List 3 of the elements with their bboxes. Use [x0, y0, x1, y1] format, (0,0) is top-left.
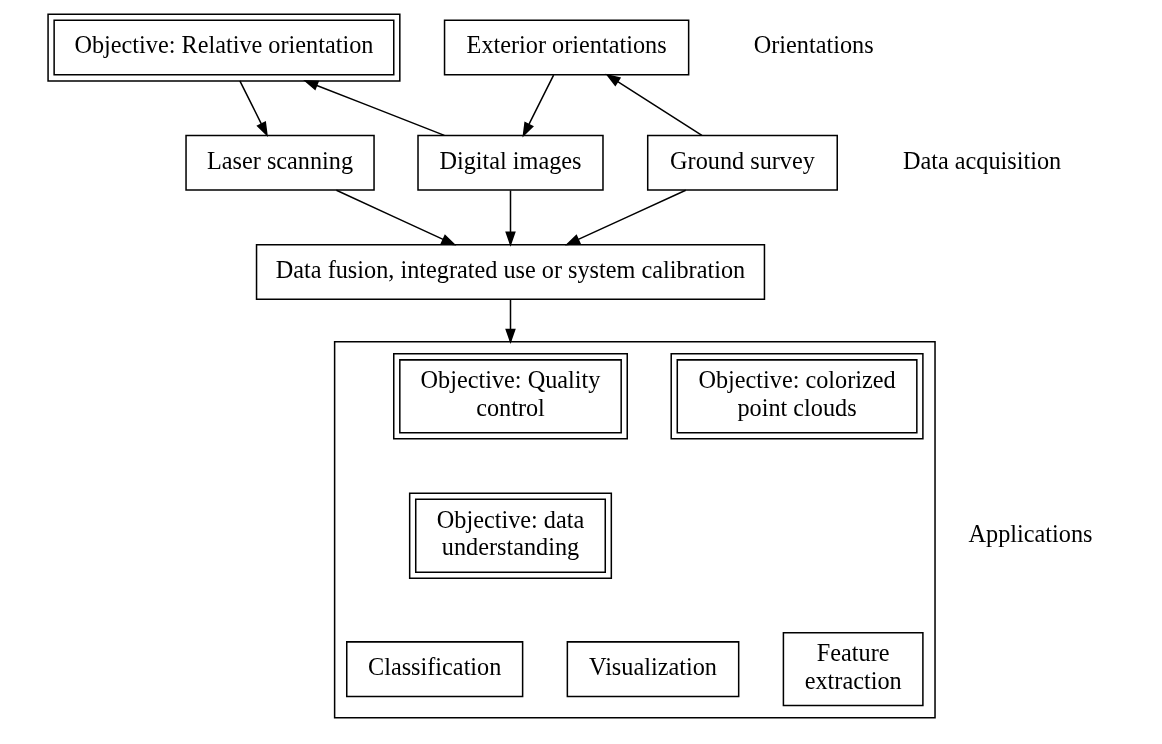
- label: Data acquisition: [902, 146, 1062, 174]
- label: Applications: [968, 519, 1093, 547]
- label: Orientations: [753, 31, 874, 59]
